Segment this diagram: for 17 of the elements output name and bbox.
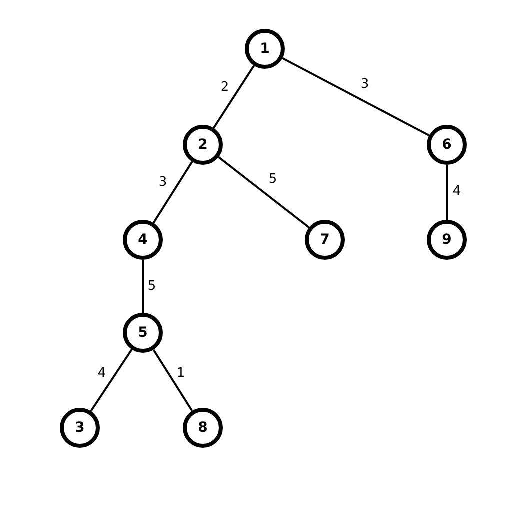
connector-line bbox=[218, 156, 310, 228]
connector-line bbox=[446, 165, 448, 220]
connector-line bbox=[90, 349, 133, 412]
tree-node-circle: 4 bbox=[123, 220, 163, 260]
connector-line bbox=[142, 260, 144, 313]
connector-line bbox=[282, 57, 430, 137]
tree-node-circle: 7 bbox=[305, 220, 345, 260]
tree-node-circle: 8 bbox=[183, 408, 223, 448]
tree-node-circle: 1 bbox=[245, 29, 285, 69]
tree-node-circle: 5 bbox=[123, 313, 163, 353]
connector-line bbox=[152, 349, 194, 412]
connector-line bbox=[152, 161, 194, 224]
connector-line bbox=[213, 65, 255, 129]
tree-node-circle: 9 bbox=[427, 220, 467, 260]
tree-node-circle: 6 bbox=[427, 125, 467, 165]
tree-node-circle: 3 bbox=[60, 408, 100, 448]
tree-node-circle: 2 bbox=[183, 125, 223, 165]
